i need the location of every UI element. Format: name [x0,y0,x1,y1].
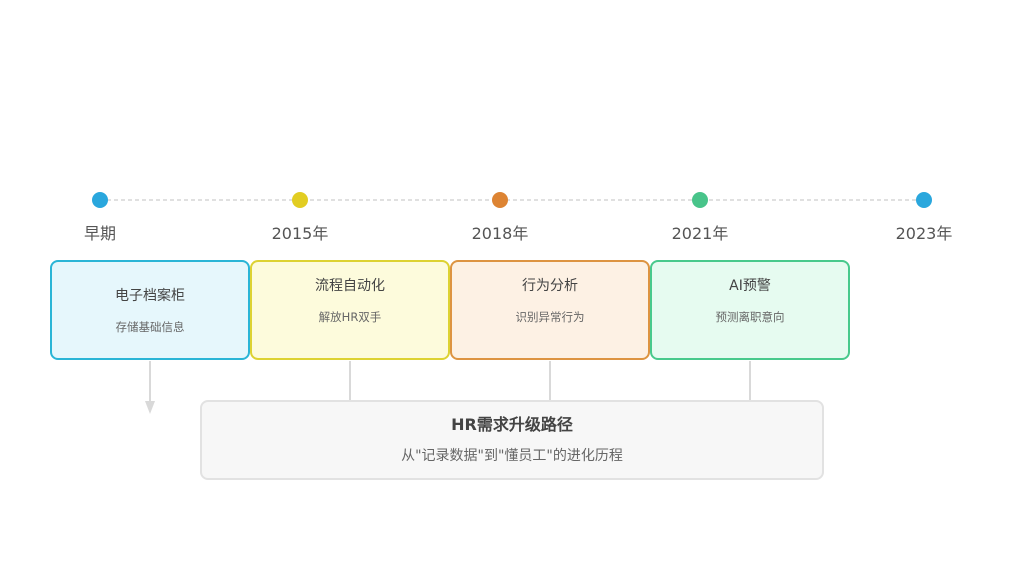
timeline-dots [92,192,932,208]
stage-description: 预测离职意向 [715,310,785,324]
stage-title: 行为分析 [522,278,578,294]
milestone-label-2018: 2018年 [471,224,529,243]
milestone-label-early: 早期 [83,224,116,243]
stage-card-process-automation: 流程自动化 解放HR双手 [250,260,450,360]
timeline-dot [92,192,108,208]
timeline-dot [916,192,932,208]
stage-title: 流程自动化 [315,278,385,294]
stage-card-digital-archive: 电子档案柜 存储基础信息 [50,260,250,360]
stage-title: 电子档案柜 [115,288,185,304]
stage-description: 解放HR双手 [318,310,382,324]
timeline-dot [492,192,508,208]
timeline-dot [292,192,308,208]
stage-description: 识别异常行为 [515,310,585,324]
summary-box: HR需求升级路径 从"记录数据"到"懂员工"的进化历程 [200,400,824,480]
summary-subtitle: 从"记录数据"到"懂员工"的进化历程 [401,448,623,464]
connector-arrow [145,361,155,414]
timeline-dot [692,192,708,208]
stage-description: 存储基础信息 [115,320,185,334]
stage-card-behavior-analysis: 行为分析 识别异常行为 [450,260,650,360]
milestone-label-2015: 2015年 [271,224,329,243]
stage-card-ai-warning: AI预警 预测离职意向 [650,260,850,360]
summary-title: HR需求升级路径 [451,415,573,434]
milestone-label-2023: 2023年 [895,224,953,243]
stage-title: AI预警 [729,278,771,294]
milestone-label-2021: 2021年 [671,224,729,243]
